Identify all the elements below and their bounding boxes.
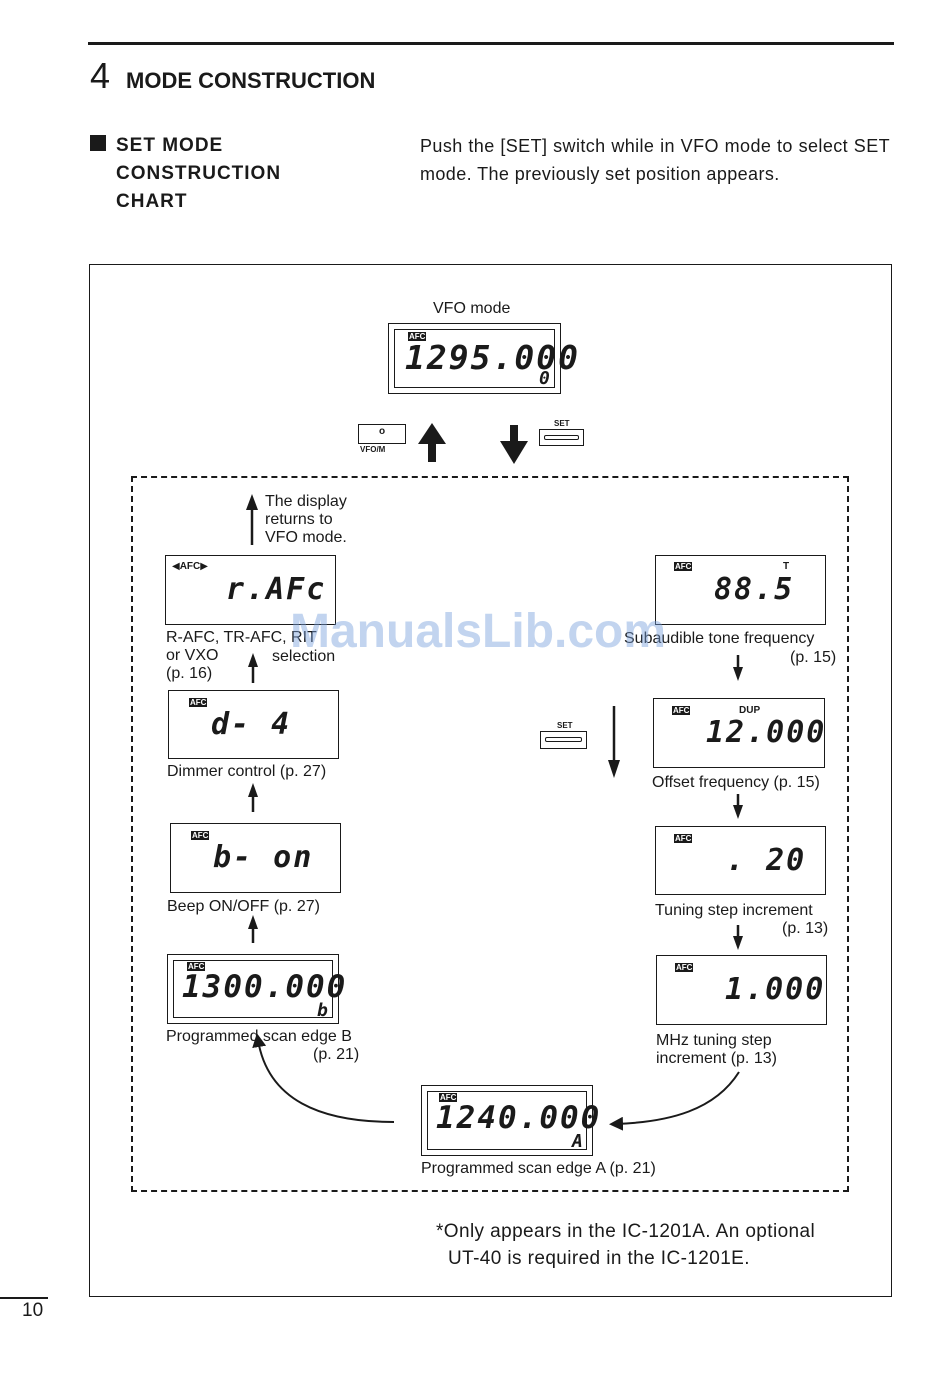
scan-edge-a-caption: Programmed scan edge A (p. 21) <box>421 1160 656 1177</box>
up-arrow-vfo <box>418 423 446 462</box>
rafc-value: r.AFc <box>226 572 327 607</box>
set-mode-loop-border <box>131 476 849 1192</box>
scan-edge-a-display: AFC 1240.000 A <box>421 1085 599 1156</box>
section-bullet-icon <box>90 135 106 151</box>
tone-value: 88.5 <box>714 572 795 607</box>
offset-caption: Offset frequency (p. 15) <box>652 774 820 791</box>
tuning-step-value: . 20 <box>726 843 807 878</box>
rafc-display: ◀AFC▶ r.AFc <box>165 555 336 625</box>
mhz-step-display: AFC 1.000 <box>656 955 827 1025</box>
mhz-step-caption-2: increment (p. 13) <box>656 1050 777 1067</box>
return-note: The display returns to VFO mode. <box>265 493 347 546</box>
scan-edge-a-subdigit: A <box>572 1131 585 1152</box>
set-button-caption: SET <box>554 419 570 428</box>
vfo-subdigit: 0 <box>539 368 552 389</box>
set-button-mid[interactable] <box>540 731 587 749</box>
dimmer-value: d- 4 <box>211 707 292 742</box>
afc-tag-icon: AFC <box>672 706 691 715</box>
scan-edge-b-caption-2: (p. 21) <box>313 1046 360 1063</box>
vfo-m-button-caption: VFO/M <box>360 445 386 454</box>
scan-edge-b-frequency: 1300.000 <box>182 969 348 1005</box>
left-up-arrows <box>248 653 258 943</box>
set-button-mid-caption: SET <box>557 721 573 730</box>
tone-caption-2: (p. 15) <box>790 649 837 666</box>
right-down-arrows <box>733 655 743 950</box>
tuning-step-caption-2: (p. 13) <box>782 920 829 937</box>
mid-down-arrow <box>608 706 620 778</box>
page-number: 10 <box>22 1300 44 1321</box>
chart-frame <box>89 264 892 1297</box>
offset-value: 12.000 <box>706 715 827 750</box>
beep-caption: Beep ON/OFF (p. 27) <box>167 898 320 915</box>
curve-arrow-to-edge-a <box>609 1071 740 1131</box>
beep-value: b- on <box>213 840 314 875</box>
tuning-step-caption-1: Tuning step increment <box>655 902 813 919</box>
section-title: SET MODE CONSTRUCTION CHART <box>116 135 282 212</box>
watermark: ManualsLib.com <box>290 605 667 658</box>
tone-display: AFC T 88.5 <box>655 555 826 625</box>
page-number-rule <box>0 1297 48 1299</box>
mhz-step-caption-1: MHz tuning step <box>656 1032 772 1049</box>
beep-display: AFC b- on <box>170 823 341 893</box>
footnote: *Only appears in the IC-1201A. An option… <box>436 1221 816 1269</box>
vfo-display: AFC 1295.000 0 <box>388 323 578 394</box>
offset-display: AFC DUP 12.000 <box>653 698 825 768</box>
down-arrow-set <box>500 425 528 464</box>
afc-tag-icon: AFC <box>674 562 693 571</box>
rafc-caption-1: R-AFC, TR-AFC, RIT <box>166 629 317 646</box>
vfo-m-button-mark: o <box>379 426 386 437</box>
top-rule <box>88 42 894 45</box>
dimmer-caption: Dimmer control (p. 27) <box>167 763 327 780</box>
afc-tag-icon: AFC <box>675 963 694 972</box>
scan-edge-b-display: AFC 1300.000 b <box>167 954 345 1024</box>
scan-edge-a-frequency: 1240.000 <box>436 1100 602 1136</box>
afc-tag-icon: AFC <box>674 834 693 843</box>
set-button[interactable] <box>539 429 584 446</box>
afc-tag-icon: AFC <box>189 698 208 707</box>
afc-tag-icon: AFC <box>187 962 206 971</box>
afc-tag-icon: AFC <box>408 332 427 341</box>
scan-edge-b-subdigit: b <box>317 1000 330 1021</box>
offset-dup-tag: DUP <box>739 705 761 716</box>
afc-arrows-tag-icon: ◀AFC▶ <box>172 561 208 572</box>
chapter-number: 4 <box>90 55 111 96</box>
chapter-title: MODE CONSTRUCTION <box>126 68 376 93</box>
tone-t-tag: T <box>783 561 790 572</box>
dimmer-display: AFC d- 4 <box>168 690 339 759</box>
afc-tag-icon: AFC <box>439 1093 458 1102</box>
vfo-mode-label: VFO mode <box>433 300 511 317</box>
mhz-step-value: 1.000 <box>725 972 826 1007</box>
rafc-caption-2: or VXO <box>166 647 219 664</box>
rafc-caption-extra: selection <box>272 648 336 665</box>
afc-tag-icon: AFC <box>191 831 210 840</box>
rafc-caption-3: (p. 16) <box>166 665 213 682</box>
vfo-frequency: 1295.000 <box>405 338 580 377</box>
tone-caption-1: Subaudible tone frequency <box>624 630 815 647</box>
section-intro: Push the [SET] switch while in VFO mode … <box>420 136 890 184</box>
tuning-step-display: AFC . 20 <box>655 826 826 895</box>
return-arrow <box>246 494 258 545</box>
curve-arrow-to-edge-b <box>252 1033 395 1123</box>
vfo-m-button[interactable]: o <box>358 424 406 444</box>
